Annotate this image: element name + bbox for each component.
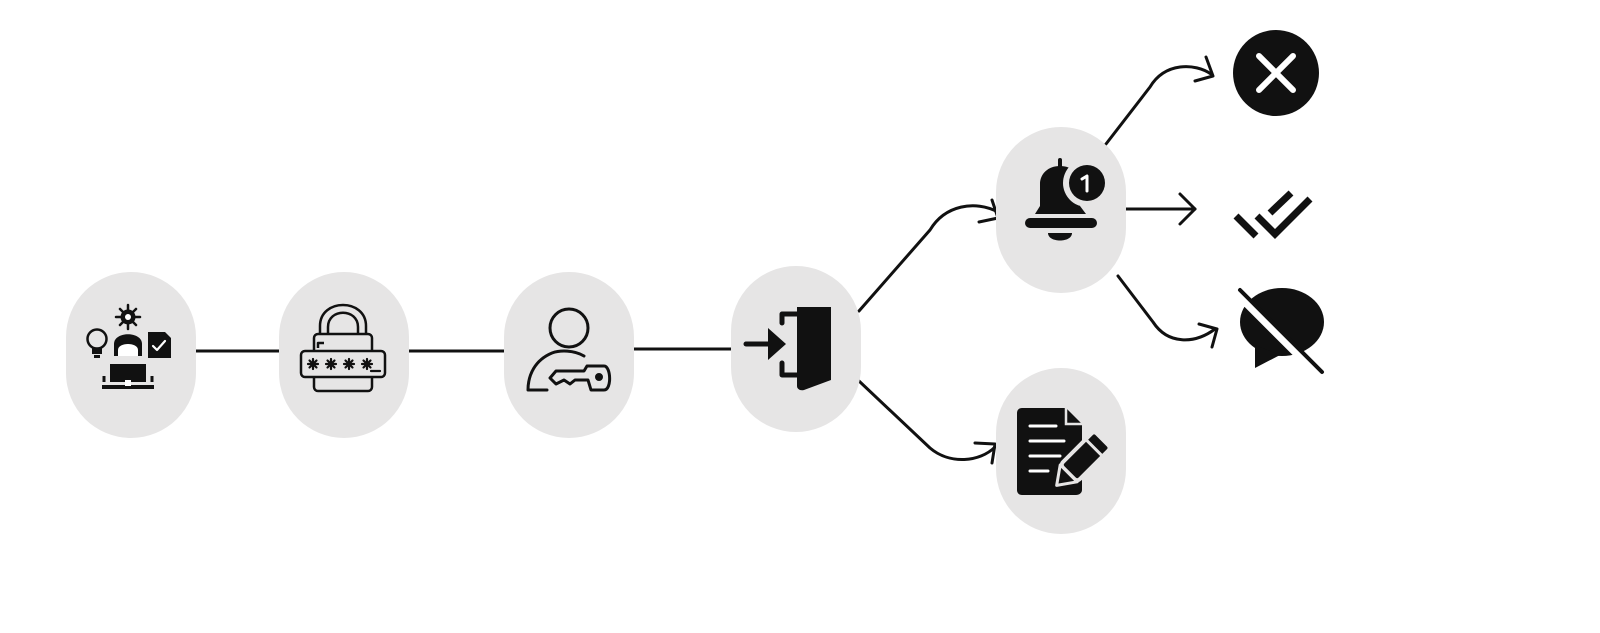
- node-login-door: [731, 266, 861, 432]
- edge-door-to-document: [857, 379, 997, 465]
- node-notification-bell: [996, 127, 1126, 293]
- edge-door-to-bell: [857, 198, 1000, 313]
- outcome-rejected: [1233, 30, 1319, 116]
- notification-bell-icon: [1025, 158, 1111, 241]
- node-user-key: [504, 272, 634, 438]
- edge-bell-to-muted: [1116, 274, 1219, 349]
- connectors: [194, 55, 1219, 465]
- password-lock-icon: [299, 303, 387, 393]
- user-workstation-icon: [86, 303, 171, 389]
- chat-off-icon: [1235, 288, 1324, 377]
- outcome-confirmed: [1233, 190, 1313, 239]
- node-bg: [504, 272, 634, 438]
- user-key-icon: [526, 307, 612, 392]
- node-edit-document: [996, 368, 1126, 534]
- edge-bell-to-confirmed: [1124, 192, 1197, 226]
- double-check-icon: [1233, 190, 1313, 239]
- edit-document-icon: [1017, 408, 1112, 495]
- outcome-muted: [1235, 288, 1324, 377]
- node-password-lock: [279, 272, 409, 438]
- login-door-icon: [743, 307, 831, 391]
- edge-bell-to-rejected: [1104, 55, 1215, 146]
- close-circle-icon: [1233, 30, 1319, 116]
- node-bg: [731, 266, 861, 432]
- node-user-workstation: [66, 272, 196, 438]
